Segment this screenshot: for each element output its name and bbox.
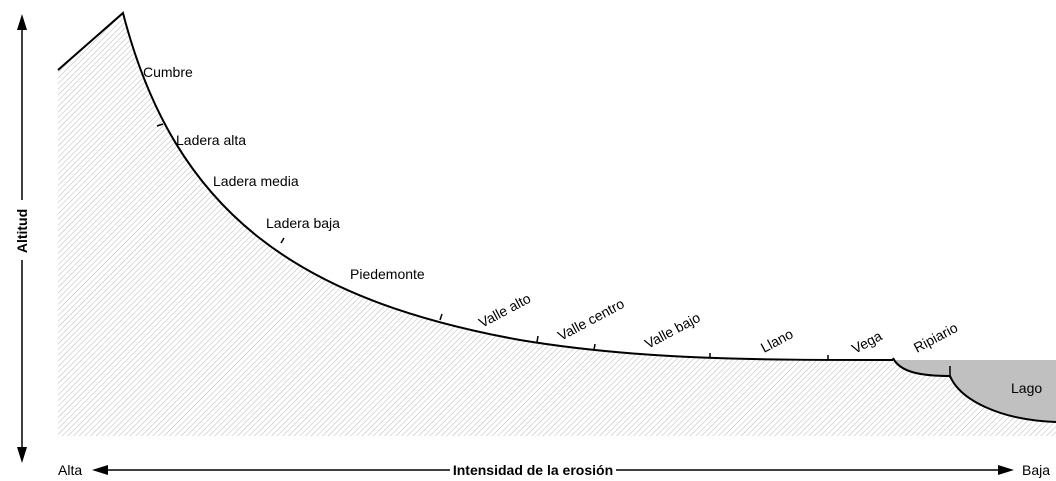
arrow-down-icon (17, 447, 27, 463)
zone-label-valle-alto: Valle alto (476, 290, 534, 331)
horizontal-axis: Intensidad de la erosión Alta Baja (58, 460, 1050, 480)
tick (439, 313, 443, 321)
terrain-profile-line (57, 11, 894, 361)
zone-label-cumbre: Cumbre (143, 64, 193, 80)
tick (536, 335, 539, 343)
tick (156, 123, 164, 127)
zone-label-valle-centro: Valle centro (555, 295, 627, 343)
tick (280, 237, 285, 244)
zone-ticks (156, 123, 829, 360)
arrow-left-icon (92, 465, 108, 475)
zone-label-valle-bajo: Valle bajo (642, 309, 703, 352)
axis-label-baja: Baja (1022, 462, 1050, 478)
zone-label-ladera-alta: Ladera alta (176, 132, 246, 148)
terrain-fill (58, 13, 1056, 436)
horizontal-axis-title: Intensidad de la erosión (453, 462, 613, 478)
vertical-axis-title: Altitud (14, 209, 30, 253)
arrow-up-icon (17, 14, 27, 30)
tick (593, 343, 596, 351)
zone-label-vega: Vega (849, 327, 885, 356)
vertical-axis: Altitud (14, 14, 30, 463)
zone-label-llano: Llano (758, 325, 796, 355)
zone-label-ripiario: Ripiario (911, 319, 961, 356)
zone-label-ladera-baja: Ladera baja (266, 215, 340, 231)
zone-label-piedemonte: Piedemonte (350, 266, 425, 282)
arrow-right-icon (998, 465, 1014, 475)
lake-bed-line (892, 357, 1056, 423)
zone-label-ladera-media: Ladera media (213, 173, 299, 189)
zone-label-lago: Lago (1011, 380, 1042, 396)
axis-label-alta: Alta (58, 462, 82, 478)
